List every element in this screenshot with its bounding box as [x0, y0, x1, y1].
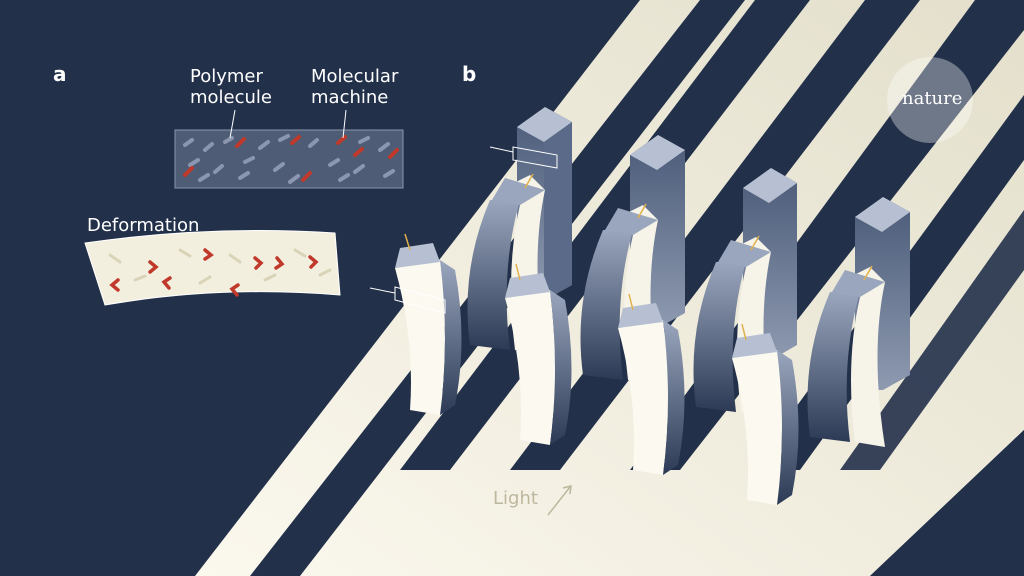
front-pillar [505, 273, 572, 445]
panel-label-a: a [53, 62, 67, 86]
polymer-molecule-label: Polymer molecule [190, 66, 272, 108]
label-line: machine [311, 87, 389, 108]
label-line: Molecular [311, 66, 399, 87]
deformed-sample [84, 230, 341, 306]
nature-logo-badge [887, 57, 973, 143]
polymer-sample [174, 129, 404, 189]
deformation-label: Deformation [87, 215, 200, 236]
bent-pillar [807, 267, 885, 447]
leader-lines [229, 109, 347, 139]
label-line: molecule [190, 87, 273, 108]
front-pillar [732, 333, 799, 505]
pillars [369, 107, 910, 505]
front-pillar [395, 243, 462, 415]
light-arrow-icon [547, 485, 572, 516]
nature-logo: nature [902, 88, 963, 109]
slice-markers [369, 146, 558, 314]
molecular-machine-label: Molecular machine [311, 66, 398, 108]
label-line: Polymer [190, 66, 263, 87]
front-pillar [618, 303, 685, 475]
light-label: Light [493, 488, 538, 509]
panel-label-b: b [462, 62, 477, 86]
normal-arrows [404, 173, 873, 341]
